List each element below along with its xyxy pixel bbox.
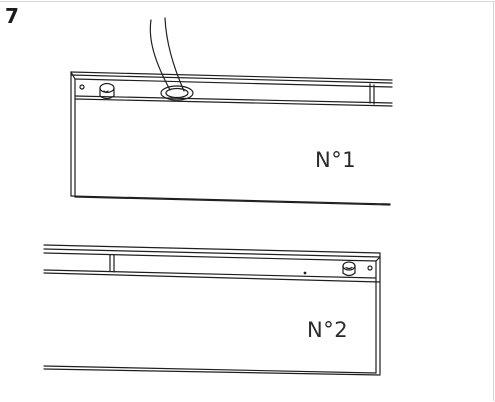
panel-1-hole bbox=[79, 84, 85, 90]
panel-1-label: N°1 bbox=[315, 148, 357, 172]
panel-1-left-end-inner bbox=[70, 71, 76, 80]
panel-1-bottom-edge-inner bbox=[74, 196, 391, 206]
cable-grommet-icon bbox=[160, 85, 194, 101]
panel-2-label: N°2 bbox=[307, 318, 349, 342]
frame-top-border bbox=[0, 1, 495, 2]
panel-1-rail-top bbox=[70, 71, 393, 81]
panel-1-rail-bottom bbox=[74, 98, 393, 107]
screw-icon bbox=[342, 261, 356, 277]
panel-2-bottom-edge bbox=[43, 365, 377, 374]
panel-2-bottom-edge-inner bbox=[43, 368, 381, 376]
panel-2-rail-bottom bbox=[43, 272, 381, 283]
screw-icon bbox=[99, 82, 115, 100]
panel-1-rail-cap bbox=[369, 83, 375, 105]
panel-1-rail-line-3 bbox=[74, 78, 393, 88]
panel-1 bbox=[70, 17, 393, 206]
panel-1-rail-line-2 bbox=[70, 74, 393, 84]
frame-right-border bbox=[493, 1, 494, 401]
step-number: 7 bbox=[5, 4, 19, 28]
panel-2-rail-top bbox=[43, 244, 381, 254]
panel-2-right-end-top bbox=[375, 256, 381, 262]
panel-2-rail-line-4 bbox=[43, 269, 377, 279]
panel-1-bottom-edge bbox=[70, 195, 391, 205]
panel-2-hole bbox=[367, 265, 373, 271]
panel-2-right-end bbox=[375, 252, 381, 375]
panel-2-rail-line-3 bbox=[43, 252, 377, 262]
panel-2-rail-line-2 bbox=[43, 248, 381, 258]
panel-1-left-end bbox=[70, 71, 76, 198]
panel-2-detail bbox=[303, 271, 307, 275]
panel-2 bbox=[43, 244, 381, 376]
panel-1-rail-line-4 bbox=[74, 95, 393, 104]
power-cable-icon bbox=[149, 17, 185, 92]
panel-2-rail-cap bbox=[109, 254, 115, 273]
